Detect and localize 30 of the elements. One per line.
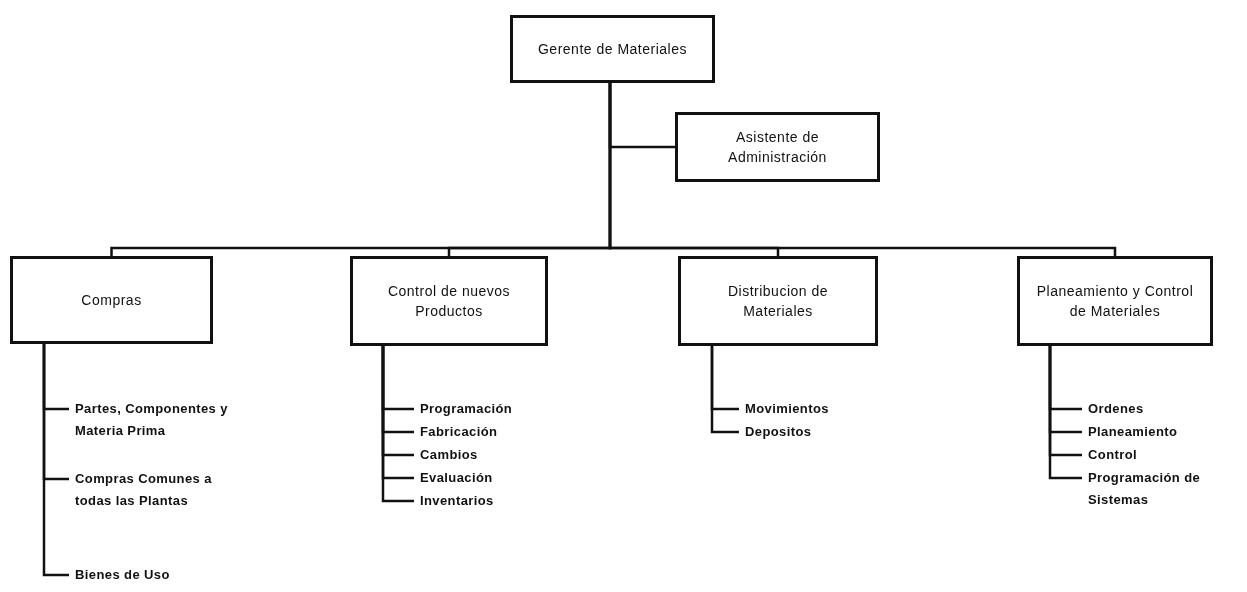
unit-label: Planeamiento	[1088, 421, 1228, 443]
box-label: Gerente de Materiales	[538, 40, 687, 59]
unit-label: Evaluación	[420, 467, 570, 489]
connector-line	[710, 346, 739, 434]
box-label: Distribucion de Materiales	[726, 282, 830, 321]
box-label: Planeamiento y Control de Materiales	[1035, 282, 1195, 321]
org-box	[1017, 256, 1213, 346]
box-label: Control de nuevos Productos	[386, 282, 512, 321]
unit-label: Programación	[420, 398, 570, 420]
box-label: Asistente de Administración	[727, 128, 828, 167]
unit-label: Partes, Componentes y Materia Prima	[75, 398, 275, 442]
org-box	[350, 256, 548, 346]
unit-label: Control	[1088, 444, 1228, 466]
unit-label: Inventarios	[420, 490, 570, 512]
unit-label: Bienes de Uso	[75, 564, 235, 586]
unit-label: Cambios	[420, 444, 570, 466]
unit-label: Fabricación	[420, 421, 570, 443]
box-label: Compras	[81, 291, 142, 310]
unit-label: Depositos	[745, 421, 895, 443]
org-box	[675, 112, 880, 182]
unit-label: Movimientos	[745, 398, 895, 420]
org-box	[510, 15, 715, 83]
unit-label: Programación de Sistemas	[1088, 467, 1228, 511]
connector-line	[608, 83, 1117, 256]
org-box	[678, 256, 878, 346]
org-box	[10, 256, 213, 344]
unit-label: Compras Comunes a todas las Plantas	[75, 468, 250, 512]
unit-label: Ordenes	[1088, 398, 1228, 420]
connector-line	[42, 344, 69, 577]
connector-line	[1048, 346, 1082, 480]
